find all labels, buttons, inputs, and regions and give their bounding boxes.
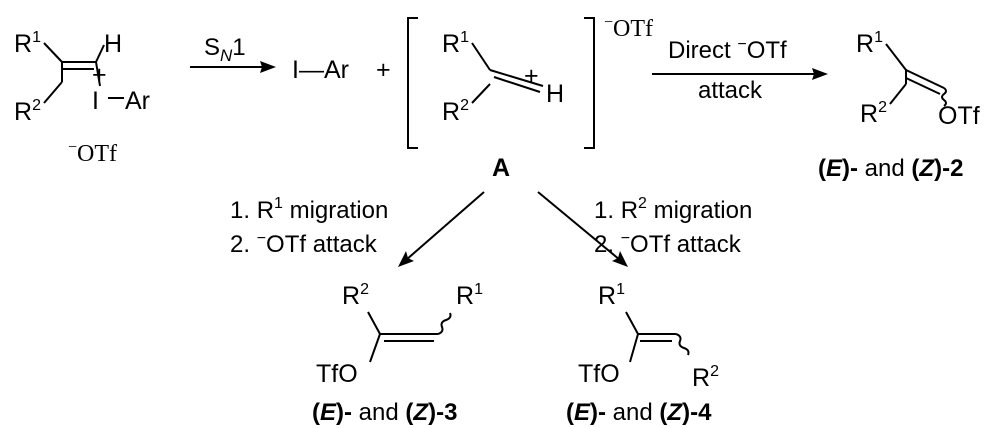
A-double-bond	[489, 69, 544, 87]
direct-attack-label: attack	[698, 77, 763, 104]
r1-step1: 1. R1 migration	[230, 195, 388, 224]
sm-counterion: −OTf	[68, 139, 117, 167]
A-double-bond-2	[493, 76, 541, 93]
p4-bond-o	[629, 333, 639, 363]
p2-OTf: OTf	[938, 102, 980, 130]
r1-migration-step: 1. R1 migration 2. −OTf attack	[230, 191, 485, 267]
A-H: H	[546, 80, 564, 108]
iodoarene: I—Ar	[292, 56, 349, 84]
product-3: R2 R1 TfO (E)- and (Z)-3	[312, 281, 483, 426]
sm-R1: R1	[14, 29, 41, 58]
p3-TfO: TfO	[316, 360, 358, 388]
sm-I: I	[92, 87, 99, 115]
r2-step1: 1. R2 migration	[594, 195, 752, 224]
p2-label: (E)- and (Z)-2	[818, 155, 963, 182]
p3-R2: R2	[342, 281, 369, 310]
r2-arrow	[537, 191, 621, 261]
p2-R2: R2	[860, 99, 887, 128]
r1-arrowhead	[398, 251, 414, 267]
A-bond-r1	[471, 42, 491, 71]
sn1-label: SN1	[204, 34, 246, 65]
bond-r1	[43, 42, 63, 63]
left-bracket	[407, 17, 418, 149]
p3-R1: R1	[456, 281, 483, 310]
p2-wavy-bond	[941, 87, 947, 107]
p3-bond-r2	[367, 311, 381, 335]
r2-step2: 2. −OTf attack	[594, 230, 742, 258]
p4-label: (E)- and (Z)-4	[566, 399, 712, 426]
p4-R1: R1	[598, 281, 625, 310]
bond-i	[95, 61, 101, 87]
p3-bond-o	[369, 333, 381, 363]
intermediate-label: A	[492, 154, 510, 182]
r2-migration-step: 1. R2 migration 2. −OTf attack	[537, 191, 752, 267]
p3-wavy-bond	[437, 312, 452, 335]
direct-attack-step: Direct −OTf attack	[652, 36, 828, 104]
p3-label: (E)- and (Z)-3	[312, 399, 457, 426]
sn1-arrowhead	[260, 61, 276, 73]
p2-bond-r1	[885, 43, 907, 71]
A-R1: R1	[442, 29, 469, 58]
p4-wavy-bond	[675, 333, 690, 356]
sm-H: H	[104, 30, 122, 58]
sm-R2: R2	[14, 97, 41, 126]
bond-r2	[43, 81, 63, 104]
direct-arrowhead	[812, 68, 828, 80]
A-cation-charge: +	[524, 62, 539, 90]
A-counterion: −OTf	[604, 14, 653, 42]
bond-h	[95, 44, 105, 63]
A-bond-r2	[471, 83, 491, 104]
product-2: R1 R2 OTf (E)- and (Z)-2	[818, 29, 980, 182]
starting-material: R1 R2 H + I Ar −OTf	[14, 29, 150, 167]
sn1-step: SN1	[190, 34, 276, 73]
p4-bond-r1	[625, 311, 639, 335]
plus-sign: +	[376, 56, 391, 84]
r1-arrow	[405, 191, 485, 261]
r2-arrowhead	[612, 251, 628, 267]
p2-R1: R1	[856, 29, 883, 58]
A-R2: R2	[442, 97, 469, 126]
p2-bond-r2	[889, 83, 907, 105]
p2-double-bond	[905, 69, 945, 89]
intermediate-A: R1 R2 + H A −OTf	[407, 14, 653, 182]
p4-R2: R2	[692, 363, 719, 392]
product-4: R1 TfO R2 (E)- and (Z)-4	[566, 281, 719, 426]
direct-label: Direct −OTf	[668, 36, 787, 64]
sm-Ar: Ar	[125, 87, 150, 115]
sm-iodonium-charge: +	[92, 61, 107, 89]
r1-step2: 2. −OTf attack	[230, 230, 378, 258]
p2-double-bond-2	[905, 77, 941, 95]
p4-TfO: TfO	[578, 360, 620, 388]
right-bracket	[584, 17, 595, 149]
